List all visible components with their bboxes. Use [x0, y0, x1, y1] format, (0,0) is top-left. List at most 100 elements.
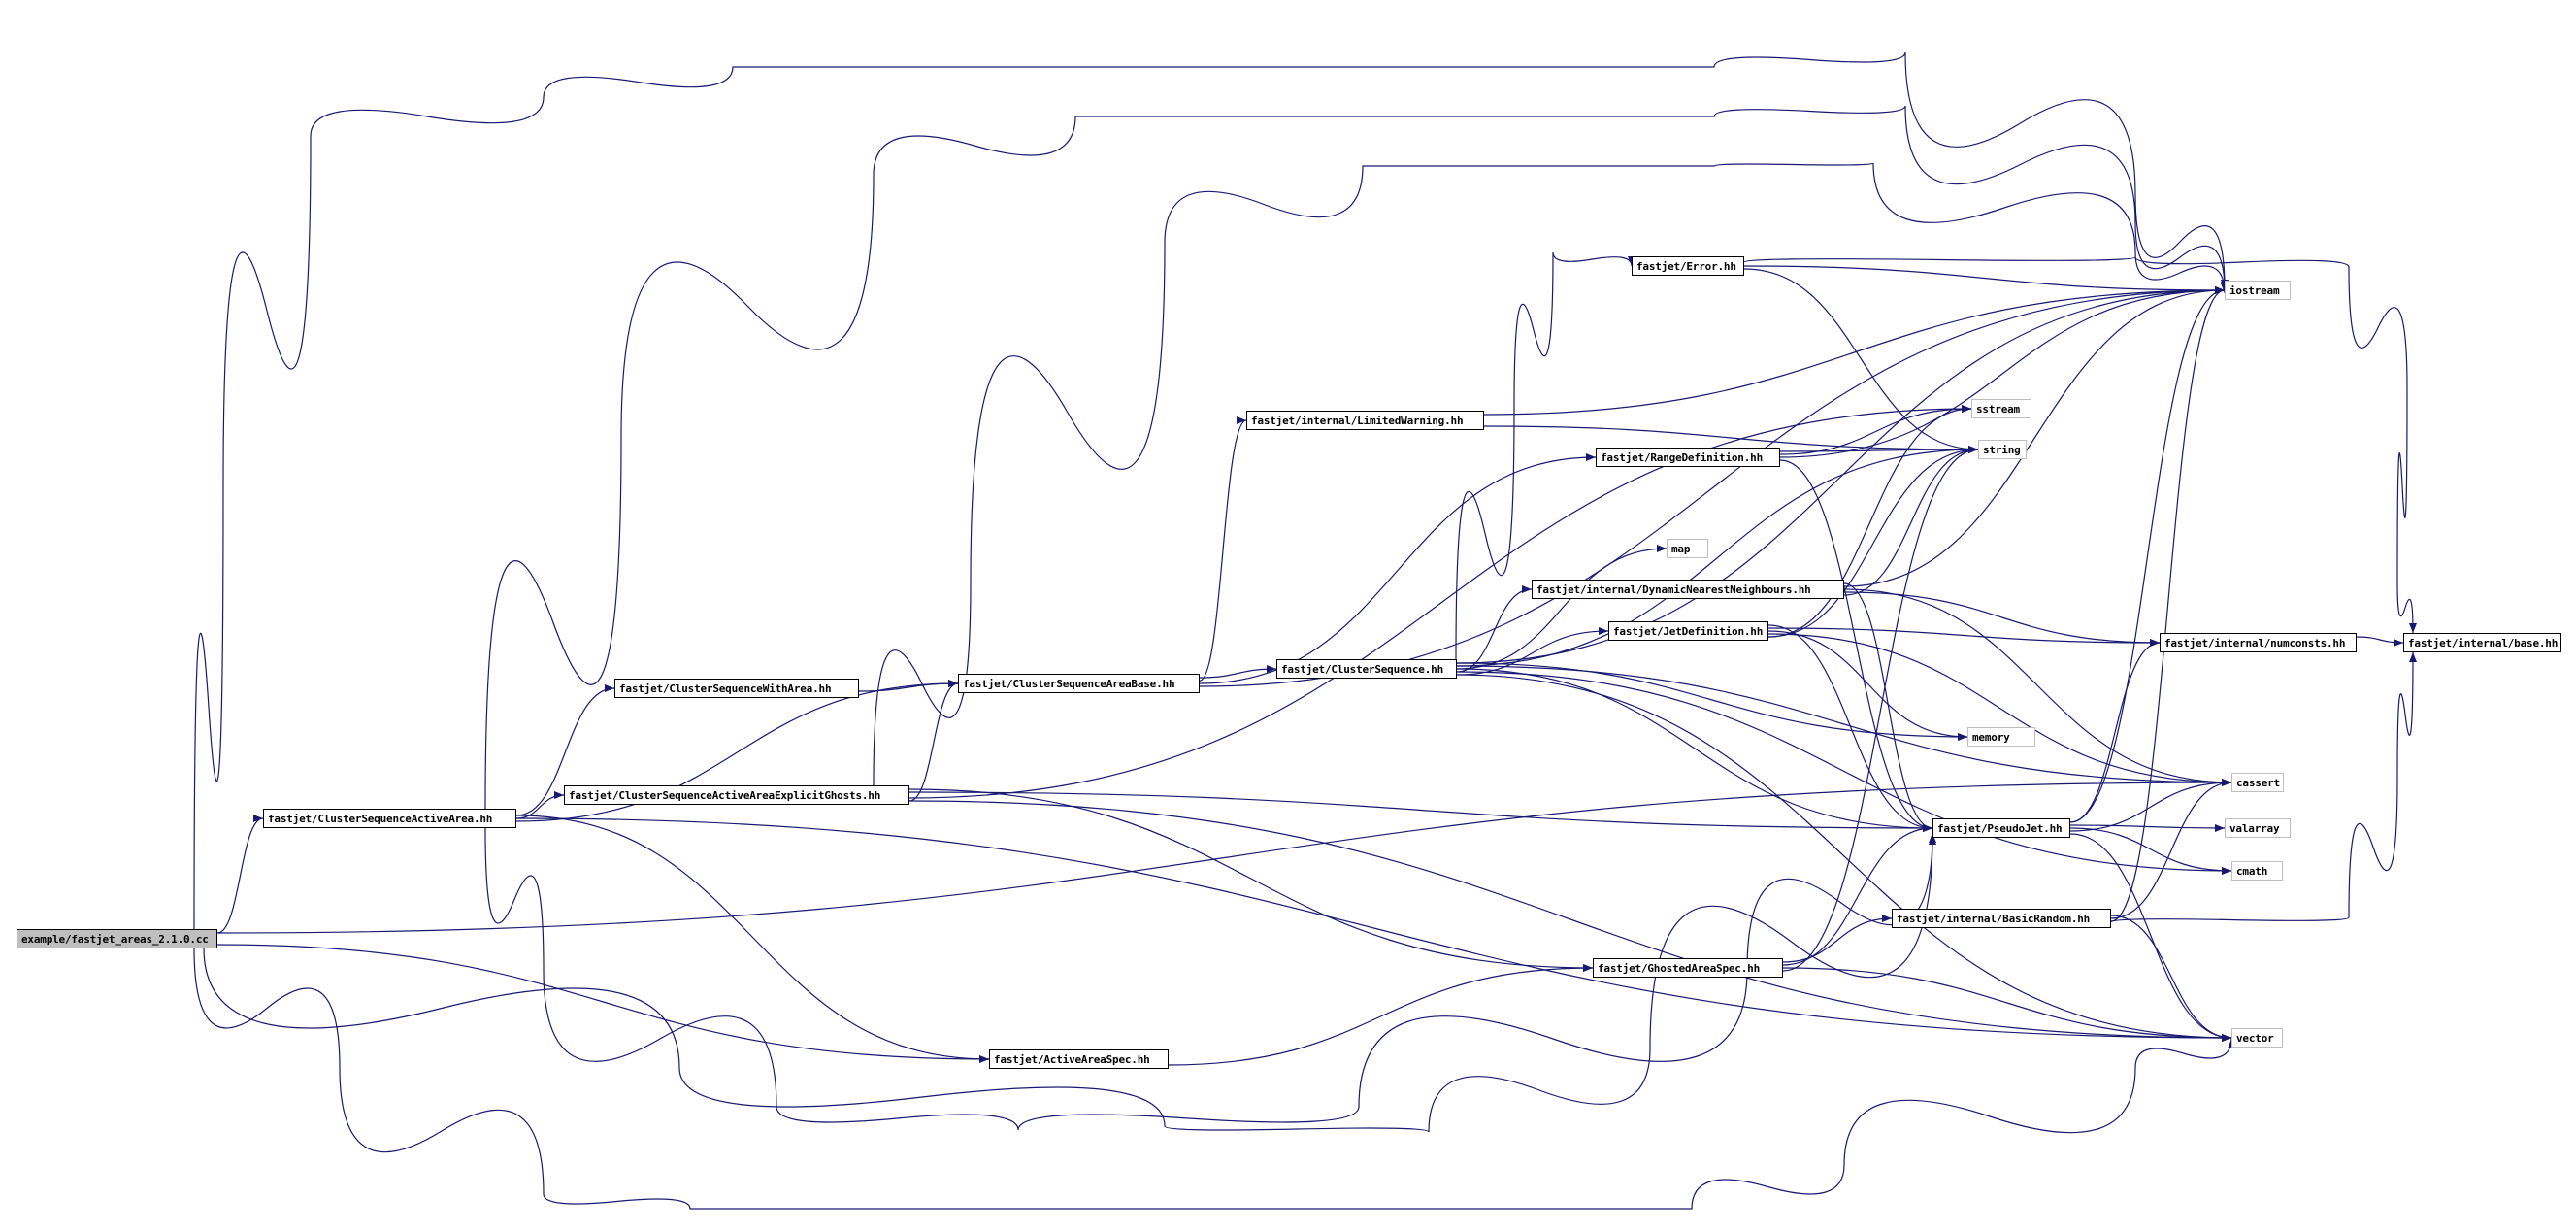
edge-pj-to-cassert [2069, 779, 2232, 832]
edge-pj-to-iostream [2069, 286, 2226, 823]
node-label: fastjet/RangeDefinition.hh [1601, 450, 1763, 464]
edge-nc-to-base [2356, 636, 2404, 647]
node-cluster-sequence-area-base[interactable]: fastjet/ClusterSequenceAreaBase.hh [958, 674, 1200, 693]
edge-cs-to-vector [1456, 674, 2232, 1042]
node-range-definition[interactable]: fastjet/RangeDefinition.hh [1596, 448, 1780, 467]
node-memory[interactable]: memory [1967, 727, 2035, 747]
node-label: fastjet/ClusterSequence.hh [1281, 662, 1443, 676]
node-label: valarray [2229, 821, 2280, 835]
node-pseudo-jet[interactable]: fastjet/PseudoJet.hh [1932, 818, 2070, 838]
node-label: example/fastjet_areas_2.1.0.cc [21, 932, 209, 946]
edge-csab-to-lw [1199, 416, 1247, 682]
edge-csaaeg-to-vector [908, 800, 2232, 1042]
node-label: iostream [2229, 283, 2280, 297]
edge-jd-to-pj [1767, 624, 1933, 832]
edge-pj-to-valarray [2069, 823, 2226, 832]
edge-root-to-vector [193, 948, 2235, 1210]
edge-rd-to-iostream [1779, 286, 2226, 458]
edge-gas-to-string [1782, 446, 1979, 972]
edge-cs-to-memory [1456, 662, 1968, 741]
node-root-source-file[interactable]: example/fastjet_areas_2.1.0.cc [17, 929, 217, 948]
node-label: fastjet/ClusterSequenceWithArea.hh [619, 682, 832, 695]
edge-jd-to-memory [1767, 630, 1968, 741]
edge-rd-to-pj [1779, 459, 1933, 832]
edge-csaaeg-to-pj [908, 791, 1933, 832]
node-cmath[interactable]: cmath [2231, 861, 2283, 881]
node-label: fastjet/internal/LimitedWarning.hh [1251, 414, 1464, 427]
edge-err-to-base [1743, 256, 2417, 634]
edge-cs-to-map [1456, 545, 1668, 670]
node-cluster-sequence-active-area[interactable]: fastjet/ClusterSequenceActiveArea.hh [263, 809, 516, 828]
edge-pj-to-cmath [2069, 827, 2232, 875]
edge-csab-to-rd [1199, 453, 1597, 684]
edge-br-to-vector [2110, 915, 2232, 1042]
edge-root-to-pj [203, 834, 1936, 1133]
node-map[interactable]: map [1667, 539, 1708, 558]
edge-cs-to-string [1456, 446, 1979, 667]
node-label: string [1983, 443, 2021, 456]
node-sstream[interactable]: sstream [1971, 399, 2031, 418]
edge-dnn-to-string [1843, 446, 1979, 596]
node-string[interactable]: string [1978, 440, 2027, 459]
node-label: fastjet/GhostedAreaSpec.hh [1598, 961, 1760, 975]
edge-rd-to-string [1779, 446, 1979, 454]
edge-err-to-string [1743, 268, 1979, 453]
edge-dnn-to-iostream [1843, 286, 2226, 587]
node-label: fastjet/internal/numconsts.hh [2164, 636, 2346, 649]
node-vector[interactable]: vector [2231, 1028, 2283, 1048]
edge-csaaeg-to-gas [908, 788, 1594, 972]
node-label: fastjet/ClusterSequenceActiveAreaExplici… [569, 788, 881, 802]
node-cluster-sequence-active-area-explicit-ghosts[interactable]: fastjet/ClusterSequenceActiveAreaExplici… [564, 785, 909, 805]
edge-br-to-iostream [2110, 286, 2226, 922]
edge-cs-to-err [1455, 251, 1635, 660]
node-label: cmath [2236, 864, 2268, 878]
node-cluster-sequence-with-area[interactable]: fastjet/ClusterSequenceWithArea.hh [614, 679, 859, 698]
edge-root-to-iostream [193, 51, 2229, 930]
edge-br-to-base [2110, 651, 2417, 923]
edge-gas-to-br [1782, 915, 1893, 963]
node-cassert[interactable]: cassert [2231, 773, 2284, 792]
edge-aas-to-gas [1168, 964, 1594, 1066]
edge-gas-to-pj [1782, 824, 1933, 966]
edge-cs-to-pj [1456, 668, 1933, 832]
edge-jd-to-cassert [1767, 633, 2232, 786]
node-ghosted-area-spec[interactable]: fastjet/GhostedAreaSpec.hh [1593, 958, 1783, 978]
node-dynamic-nearest-neighbours[interactable]: fastjet/internal/DynamicNearestNeighbour… [1532, 580, 1844, 599]
node-label: fastjet/ActiveAreaSpec.hh [994, 1052, 1150, 1066]
edge-root-to-cassert [216, 779, 2232, 934]
edge-jd-to-sstream [1767, 405, 1972, 638]
edge-csaaeg-to-sstream [908, 405, 1972, 799]
edge-csaa-to-vector [515, 817, 2232, 1042]
edge-cs-to-cassert [1456, 665, 2232, 786]
edge-lw-to-string [1483, 425, 1979, 453]
node-valarray[interactable]: valarray [2225, 818, 2291, 838]
node-base[interactable]: fastjet/internal/base.hh [2403, 633, 2561, 652]
node-jet-definition[interactable]: fastjet/JetDefinition.hh [1608, 621, 1768, 641]
node-numconsts[interactable]: fastjet/internal/numconsts.hh [2160, 633, 2357, 652]
node-basic-random[interactable]: fastjet/internal/BasicRandom.hh [1892, 909, 2111, 928]
node-label: fastjet/PseudoJet.hh [1937, 821, 2063, 835]
node-limited-warning[interactable]: fastjet/internal/LimitedWarning.hh [1246, 411, 1484, 430]
node-cluster-sequence[interactable]: fastjet/ClusterSequence.hh [1276, 659, 1457, 679]
edge-gas-to-vector [1782, 967, 2232, 1042]
node-label: fastjet/ClusterSequenceAreaBase.hh [963, 677, 1175, 690]
edge-dnn-to-nc [1843, 591, 2161, 647]
node-label: sstream [1976, 402, 2020, 416]
edge-root-to-aas [216, 944, 990, 1063]
node-active-area-spec[interactable]: fastjet/ActiveAreaSpec.hh [989, 1049, 1169, 1069]
edge-jd-to-nc [1767, 627, 2161, 647]
node-label: memory [1972, 730, 2010, 744]
edge-dnn-to-pj [1843, 582, 1933, 832]
edge-csaaeg-to-csab [908, 680, 959, 802]
edge-csaaeg-to-iostream [873, 162, 2229, 786]
edge-csaa-to-iostream [484, 105, 2229, 810]
edge-csaa-to-csaaeg [515, 791, 565, 819]
node-label: fastjet/JetDefinition.hh [1613, 624, 1764, 638]
edge-cs-to-iostream [1456, 286, 2226, 664]
edge-pj-to-vector [2069, 833, 2232, 1042]
node-iostream[interactable]: iostream [2225, 281, 2291, 300]
node-error[interactable]: fastjet/Error.hh [1632, 256, 1744, 276]
node-label: cassert [2236, 776, 2280, 789]
node-label: fastjet/internal/BasicRandom.hh [1897, 912, 2091, 925]
